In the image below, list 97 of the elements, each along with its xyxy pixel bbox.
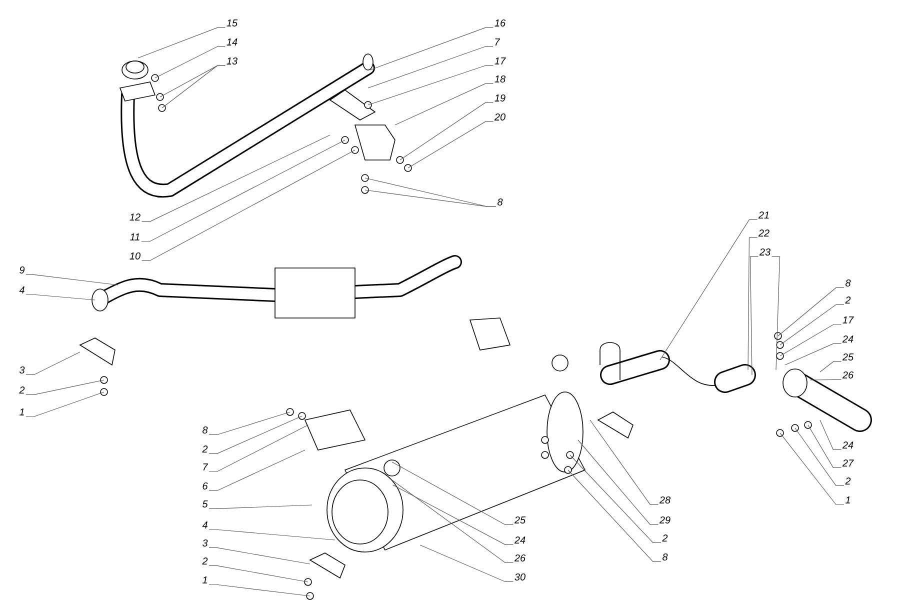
leader-line xyxy=(784,343,842,366)
leader-line xyxy=(820,361,842,372)
leader-line xyxy=(570,454,662,543)
callout-number: 24 xyxy=(514,536,526,544)
leader-line xyxy=(394,83,494,126)
leader-line xyxy=(748,237,758,370)
callout-number: 22 xyxy=(758,230,770,236)
leader-line xyxy=(141,150,356,262)
leader-line xyxy=(771,256,780,370)
leader-line xyxy=(26,352,80,376)
leader-line xyxy=(400,102,494,160)
callout-number: 29 xyxy=(659,516,670,524)
callout-number: 26 xyxy=(514,554,526,562)
leader-line xyxy=(368,46,494,88)
leader-line xyxy=(660,219,758,360)
leader-line xyxy=(392,480,514,564)
callout-number: 6 xyxy=(202,482,208,490)
callout-number: 18 xyxy=(494,75,506,83)
callout-number: 26 xyxy=(842,371,854,379)
leader-line xyxy=(780,324,842,356)
callout-number: 1 xyxy=(20,408,24,416)
callout-number: 1 xyxy=(845,496,850,504)
leader-line xyxy=(141,140,346,242)
leader-line xyxy=(810,379,842,380)
callout-number: 8 xyxy=(662,553,668,561)
leader-line xyxy=(26,294,96,300)
leader-line xyxy=(141,134,330,222)
callout-number: 2 xyxy=(845,296,851,304)
leader-line xyxy=(750,256,759,376)
callout-number: 17 xyxy=(494,58,506,64)
callout-number: 20 xyxy=(494,113,506,121)
leader-line xyxy=(780,432,844,505)
leader-line xyxy=(420,544,514,582)
leader-line xyxy=(408,121,494,168)
callout-number: 2 xyxy=(662,534,668,542)
leader-line xyxy=(780,304,844,346)
leader-line xyxy=(154,46,226,78)
callout-number: 28 xyxy=(659,496,670,504)
leader-line xyxy=(364,190,496,208)
callout-number: 2 xyxy=(202,446,208,452)
leader-line xyxy=(778,287,844,336)
callout-number: 8 xyxy=(498,198,503,206)
callout-number: 15 xyxy=(226,20,238,26)
callout-number: 25 xyxy=(514,516,526,524)
callout-number: 19 xyxy=(494,94,506,102)
callout-number: 1 xyxy=(202,576,207,584)
callout-number: 7 xyxy=(203,464,208,470)
leader-line xyxy=(208,504,312,509)
callout-number: 14 xyxy=(226,38,238,46)
callout-number: 16 xyxy=(494,19,506,27)
callout-number: 24 xyxy=(842,336,854,342)
leader-line xyxy=(568,470,662,562)
callout-number: 23 xyxy=(759,248,770,256)
leader-line xyxy=(794,428,844,486)
callout-number: 8 xyxy=(845,279,851,287)
leader-line xyxy=(820,420,842,450)
callout-number: 7 xyxy=(495,38,500,46)
leader-line xyxy=(26,274,118,286)
callout-number: 11 xyxy=(130,234,140,240)
callout-number: 13 xyxy=(226,57,238,65)
callout-number: 8 xyxy=(202,426,208,434)
leader-line xyxy=(208,565,308,582)
leader-line xyxy=(808,424,842,468)
leader-line xyxy=(138,27,226,58)
leader-line xyxy=(370,27,494,70)
callout-number: 2 xyxy=(202,558,208,564)
callout-number: 4 xyxy=(202,522,208,528)
callout-number: 4 xyxy=(19,286,24,294)
leader-line xyxy=(392,462,514,526)
leader-line xyxy=(162,65,226,108)
leader-line xyxy=(208,424,308,472)
callout-number: 25 xyxy=(842,353,854,361)
leader-line xyxy=(392,484,514,545)
callout-number: 21 xyxy=(758,212,769,218)
leader-line xyxy=(208,529,336,540)
leader-line xyxy=(590,420,659,506)
leader-line xyxy=(208,450,306,492)
leader-line xyxy=(368,65,494,106)
leader-line xyxy=(578,440,659,526)
callout-number: 17 xyxy=(842,316,854,324)
leader-line xyxy=(208,584,310,596)
leader-line xyxy=(208,547,310,564)
leader-line xyxy=(26,380,104,395)
callout-number: 2 xyxy=(19,386,25,394)
callout-number: 12 xyxy=(130,214,140,220)
callout-number: 2 xyxy=(845,478,851,484)
leader-line xyxy=(208,412,290,436)
callout-number: 3 xyxy=(202,539,208,547)
callout-number: 24 xyxy=(842,442,854,448)
leader-line xyxy=(208,416,302,454)
callout-number: 10 xyxy=(130,252,140,260)
callout-number: 9 xyxy=(20,266,25,274)
callout-number: 27 xyxy=(842,460,854,466)
leader-line xyxy=(26,392,104,417)
callout-number: 5 xyxy=(202,500,208,508)
callout-number: 3 xyxy=(19,366,25,374)
callout-number: 30 xyxy=(514,573,526,581)
